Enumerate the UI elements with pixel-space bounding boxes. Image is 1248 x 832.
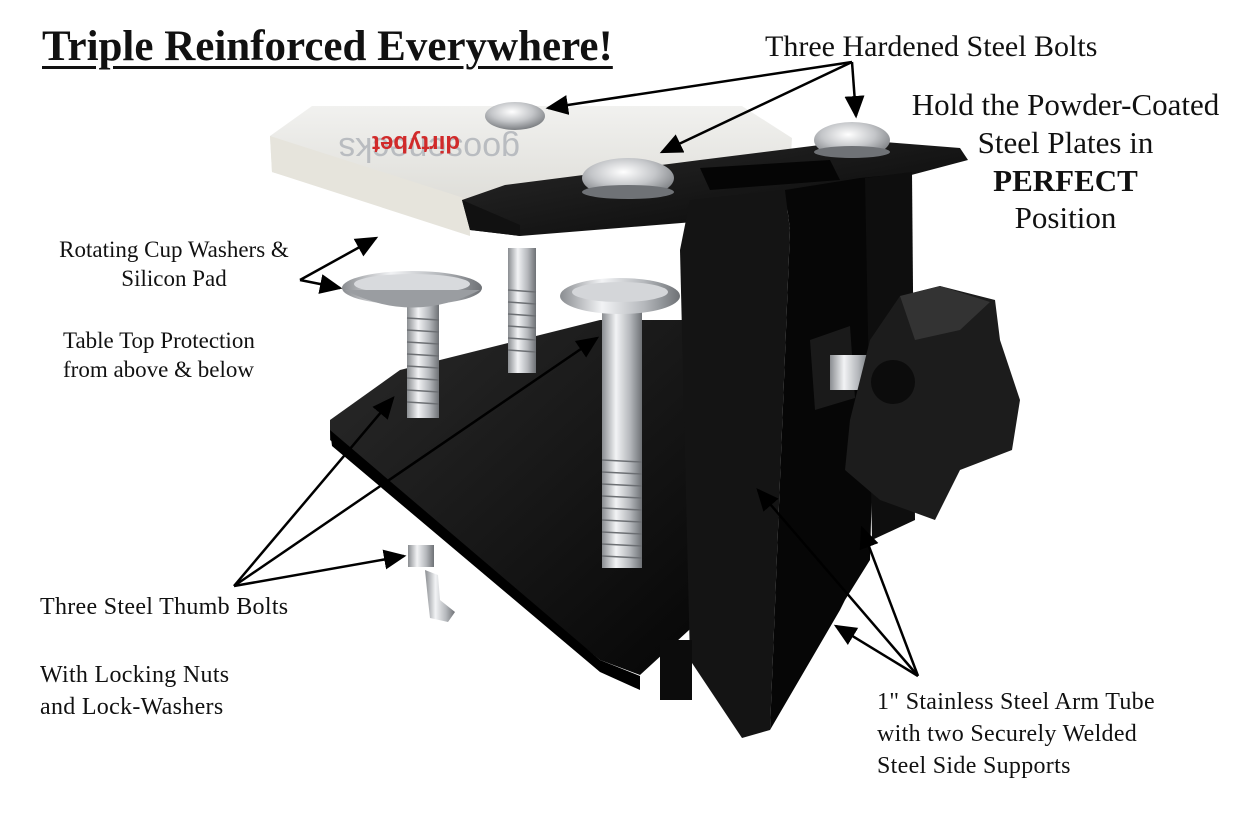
locking-caption-line1: With Locking Nuts <box>40 662 230 688</box>
cup-washers <box>342 271 680 314</box>
washers-caption: Rotating Cup Washers & Silicon Pad <box>40 236 308 294</box>
locking-caption: With Locking Nuts and Lock-Washers <box>40 660 229 724</box>
plates-caption-emphasis: PERFECT <box>993 162 1138 198</box>
thumb-bolts-caption: Three Steel Thumb Bolts <box>40 594 289 620</box>
arm-tube-caption-line3: Steel Side Supports <box>877 753 1071 780</box>
arm-tube-caption: 1" Stainless Steel Arm Tube with two Sec… <box>877 686 1155 782</box>
steel-bolts-caption: Three Hardened Steel Bolts <box>765 30 1098 63</box>
bottom-thumb-bolt <box>408 545 455 622</box>
washers-caption-line1: Rotating Cup Washers & <box>59 237 289 262</box>
plates-caption-line2: Steel Plates in <box>977 124 1154 160</box>
plates-caption: Hold the Powder-Coated Steel Plates in P… <box>893 86 1238 237</box>
protection-caption: Table Top Protection from above & below <box>63 326 255 385</box>
svg-text:dirtybet: dirtybet <box>372 130 460 157</box>
thumb-knob <box>810 286 1020 520</box>
threaded-rods <box>406 248 643 568</box>
pad-logo: goosenecks <box>339 130 520 168</box>
page-title: Triple Reinforced Everywhere! <box>42 23 613 70</box>
arm-tube-caption-line1: 1" Stainless Steel Arm Tube <box>877 689 1155 715</box>
arm-tube-caption-line2: with two Securely Welded <box>877 721 1138 748</box>
protection-caption-line2: from above & below <box>63 357 254 383</box>
plates-caption-line1: Hold the Powder-Coated <box>911 87 1220 122</box>
bottom-plate <box>330 320 720 690</box>
plates-caption-line4: Position <box>1014 200 1117 236</box>
protection-caption-line1: Table Top Protection <box>63 328 255 353</box>
callout-arrows <box>233 60 920 678</box>
locking-caption-line2: and Lock-Washers <box>40 693 224 720</box>
top-plate <box>462 140 968 236</box>
top-bolt-heads <box>485 102 890 199</box>
washers-caption-line2: Silicon Pad <box>121 265 227 291</box>
arm-tube <box>660 172 915 738</box>
